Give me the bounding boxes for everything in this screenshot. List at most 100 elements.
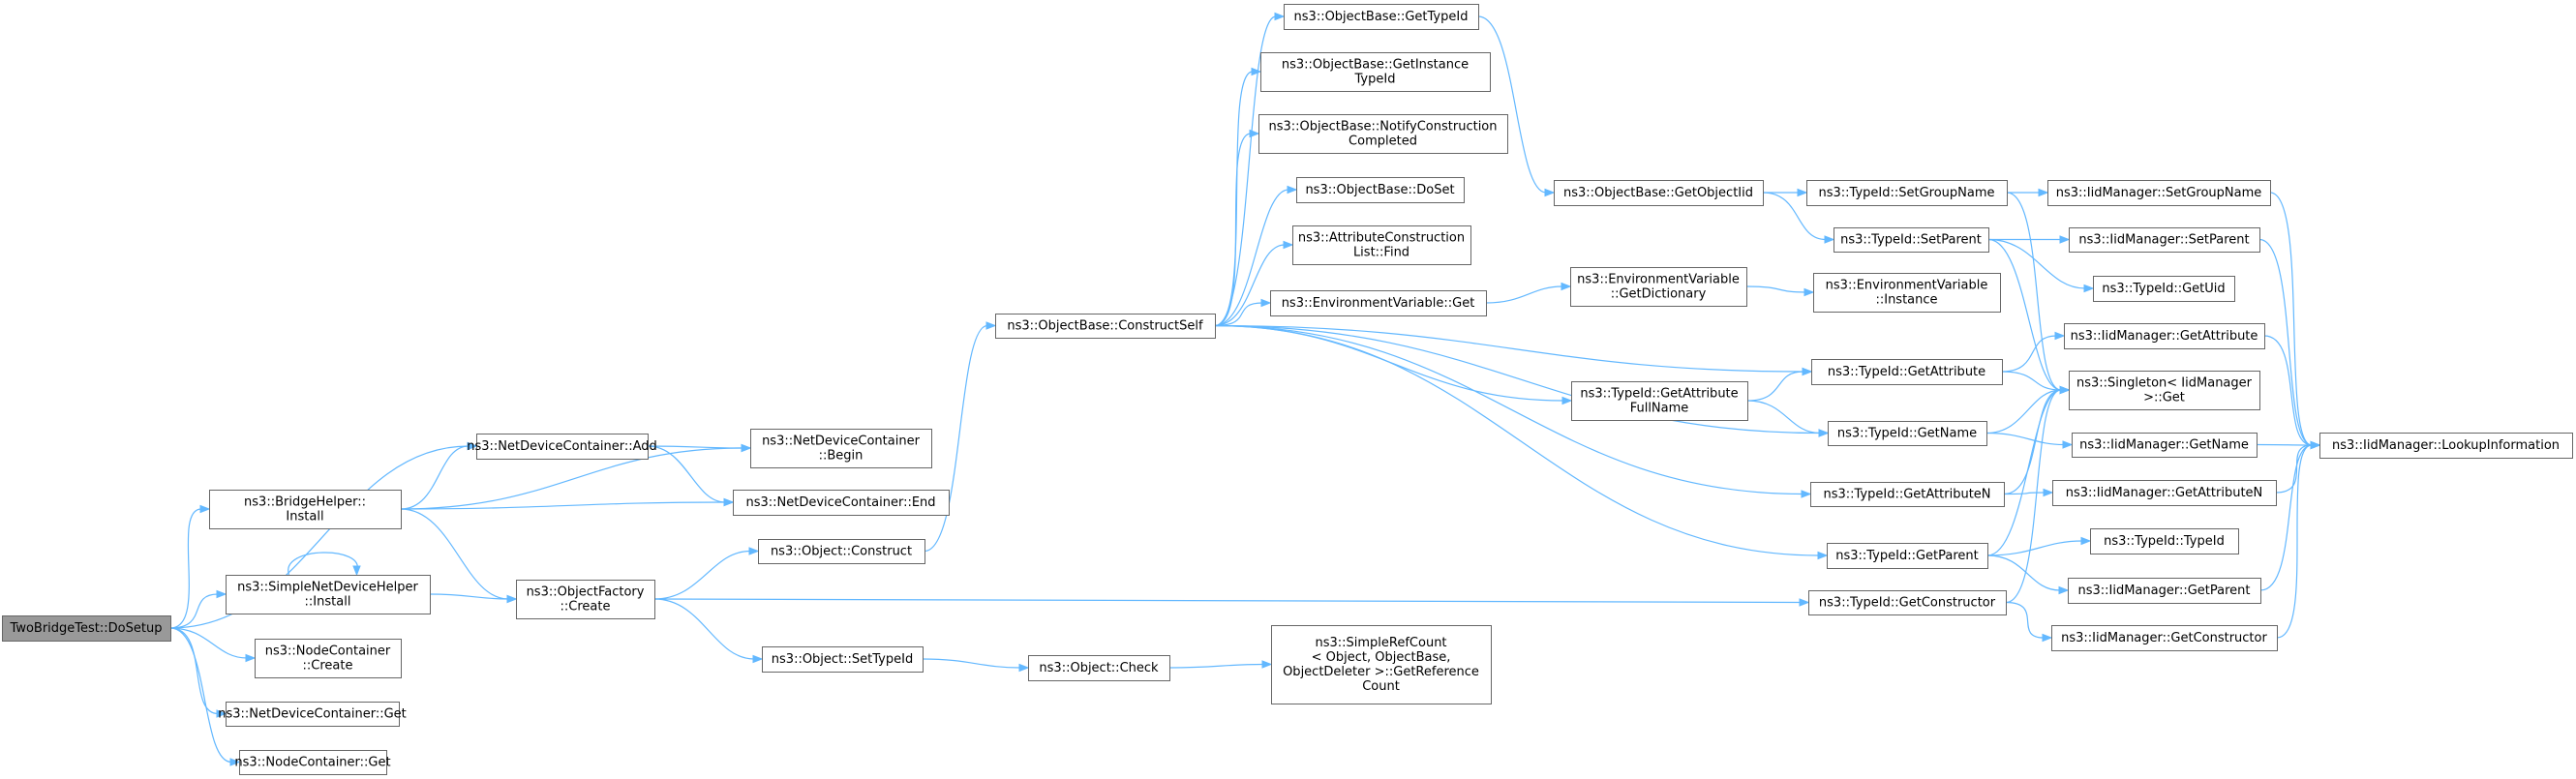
edge-line: [400, 445, 470, 510]
node-label: ns3::IidManager::LookupInformation: [2332, 438, 2560, 453]
edge-ob_getobjectiid-to-tid_setgroupname: [1763, 188, 1808, 197]
node-ob_constructself[interactable]: ns3::ObjectBase::ConstructSelf: [995, 314, 1216, 339]
edge-root-to-bh_install: [169, 504, 211, 629]
edge-tid_setgroupname-to-singleton_get: [2006, 192, 2071, 395]
edge-root-to-nc_get: [169, 627, 241, 766]
node-iid_getattributen[interactable]: ns3::IidManager::GetAttributeN: [2052, 480, 2277, 506]
node-label: List::Find: [1353, 246, 1409, 260]
node-iid_getattribute[interactable]: ns3::IidManager::GetAttribute: [2064, 323, 2265, 349]
node-of_create[interactable]: ns3::ObjectFactory::Create: [516, 580, 655, 619]
node-box: [1811, 359, 2003, 385]
node-sndh_install[interactable]: ns3::SimpleNetDeviceHelper::Install: [226, 575, 431, 614]
node-box: [1270, 290, 1487, 316]
node-ob_gettypeid[interactable]: ns3::ObjectBase::GetTypeId: [1284, 4, 1479, 30]
node-label: ns3::TypeId::GetAttribute: [1580, 387, 1738, 402]
node-env_get[interactable]: ns3::EnvironmentVariable::Get: [1270, 290, 1487, 316]
edge-arrowhead: [1818, 429, 1830, 437]
node-nc_create[interactable]: ns3::NodeContainer::Create: [255, 639, 402, 678]
node-label: ns3::IidManager::GetAttribute: [2071, 329, 2258, 344]
node-tid_setgroupname[interactable]: ns3::TypeId::SetGroupName: [1806, 180, 2008, 206]
node-tid_typeid[interactable]: ns3::TypeId::TypeId: [2090, 528, 2239, 554]
node-singleton_get[interactable]: ns3::Singleton< IidManager >::Get: [2069, 371, 2260, 410]
node-tid_getconstructor[interactable]: ns3::TypeId::GetConstructor: [1808, 590, 2007, 615]
node-obj_construct[interactable]: ns3::Object::Construct: [758, 539, 925, 564]
node-tid_getattributen[interactable]: ns3::TypeId::GetAttributeN: [1810, 482, 2005, 507]
node-iid_getname[interactable]: ns3::IidManager::GetName: [2072, 433, 2258, 458]
edge-arrowhead: [1799, 598, 1810, 607]
edge-arrowhead: [1251, 67, 1262, 76]
node-srefcount[interactable]: ns3::SimpleRefCount< Object, ObjectBase,…: [1271, 625, 1492, 704]
node-label: ns3::TypeId::GetAttribute: [1828, 365, 1985, 379]
node-label: ::Instance: [1875, 293, 1937, 308]
node-tid_getname[interactable]: ns3::TypeId::GetName: [1828, 421, 1987, 446]
edge-tid_setparent-to-tid_getuid: [1987, 238, 2095, 293]
node-env_instance[interactable]: ns3::EnvironmentVariable::Instance: [1813, 273, 2001, 313]
node-box: [758, 539, 925, 564]
node-obj_check[interactable]: ns3::Object::Check: [1028, 655, 1170, 681]
edge-sndh_install-to-of_create: [429, 593, 518, 604]
node-tid_setparent[interactable]: ns3::TypeId::SetParent: [1834, 227, 1989, 253]
edge-root-to-sndh_install: [169, 589, 227, 629]
node-ob_doset[interactable]: ns3::ObjectBase::DoSet: [1296, 177, 1465, 203]
node-tid_getuid[interactable]: ns3::TypeId::GetUid: [2093, 276, 2235, 302]
node-env_getdict[interactable]: ns3::EnvironmentVariable::GetDictionary: [1570, 267, 1747, 307]
edge-ob_constructself-to-tid_getparent: [1214, 324, 1829, 560]
edge-arrowhead: [1274, 12, 1286, 21]
node-box: [995, 314, 1216, 339]
edge-line: [2003, 389, 2062, 495]
node-ndc_end[interactable]: ns3::NetDeviceContainer::End: [733, 490, 950, 516]
node-tid_getattribute[interactable]: ns3::TypeId::GetAttribute: [1811, 359, 2003, 385]
edge-arrowhead: [1544, 188, 1556, 197]
node-root[interactable]: TwoBridgeTest::DoSetup: [2, 615, 171, 642]
edge-line: [288, 552, 358, 576]
node-label: ns3::IidManager::SetParent: [2078, 233, 2249, 248]
edge-arrowhead: [752, 654, 764, 664]
edge-ob_constructself-to-tid_getattrfullname: [1214, 324, 1573, 405]
node-box: [1834, 227, 1989, 253]
edge-arrowhead: [2062, 440, 2074, 449]
edge-line: [1746, 400, 1821, 434]
node-box: [226, 702, 400, 727]
edge-arrowhead: [741, 443, 752, 453]
node-ob_getobjectiid[interactable]: ns3::ObjectBase::GetObjectIid: [1554, 180, 1764, 206]
node-bh_install[interactable]: ns3::BridgeHelper::Install: [209, 490, 402, 529]
node-box: [2319, 433, 2573, 459]
edge-line: [1986, 554, 2061, 591]
node-iid_lookupinfo[interactable]: ns3::IidManager::LookupInformation: [2319, 433, 2573, 459]
edge-ndc_add-to-ndc_begin: [647, 443, 752, 453]
node-box: [1571, 381, 1748, 421]
node-tid_getparent[interactable]: ns3::TypeId::GetParent: [1827, 543, 1988, 569]
node-iid_getconstructor[interactable]: ns3::IidManager::GetConstructor: [2051, 625, 2278, 651]
node-box: [1258, 114, 1508, 154]
node-iid_setgroupname[interactable]: ns3::IidManager::SetGroupName: [2047, 180, 2271, 206]
node-ndc_add[interactable]: ns3::NetDeviceContainer::Add: [467, 434, 657, 460]
node-iid_getparent[interactable]: ns3::IidManager::GetParent: [2068, 578, 2261, 604]
node-box: [2051, 625, 2278, 651]
node-label: ns3::TypeId::GetParent: [1835, 549, 1979, 563]
node-label: ns3::EnvironmentVariable: [1577, 273, 1740, 287]
edge-line: [169, 627, 219, 715]
node-box: [239, 750, 387, 775]
edge-ob_constructself-to-ob_doset: [1214, 185, 1298, 327]
node-ndc_get[interactable]: ns3::NetDeviceContainer::Get: [218, 702, 407, 727]
node-label: ns3::IidManager::GetConstructor: [2061, 631, 2267, 645]
edge-line: [1986, 389, 2062, 556]
node-nc_get[interactable]: ns3::NodeContainer::Get: [234, 750, 391, 775]
node-label: ns3::BridgeHelper::: [244, 495, 366, 510]
node-box: [1808, 590, 2007, 615]
node-obj_settypeid[interactable]: ns3::Object::SetTypeId: [762, 646, 924, 673]
node-ndc_begin[interactable]: ns3::NetDeviceContainer::Begin: [750, 429, 932, 468]
node-ob_notify[interactable]: ns3::ObjectBase::NotifyConstructionCompl…: [1258, 114, 1508, 154]
node-label: ns3::EnvironmentVariable: [1826, 279, 1988, 293]
node-box: [2068, 578, 2261, 604]
edge-bh_install-to-ndc_add: [400, 441, 478, 510]
node-box: [1828, 421, 1987, 446]
edge-tid_getconstructor-to-singleton_get: [2005, 385, 2071, 604]
edge-arrowhead: [2042, 633, 2053, 643]
edge-line: [2001, 335, 2057, 373]
node-iid_setparent[interactable]: ns3::IidManager::SetParent: [2069, 227, 2260, 253]
